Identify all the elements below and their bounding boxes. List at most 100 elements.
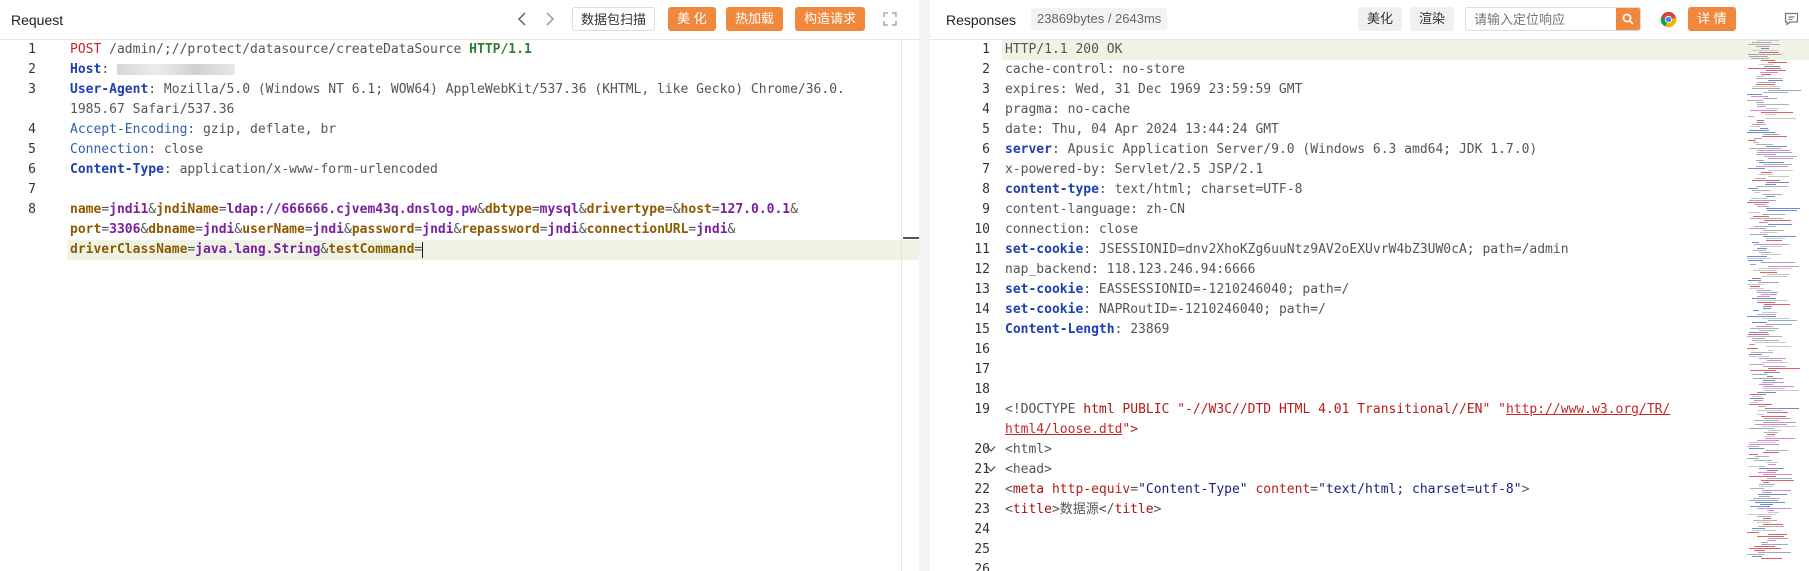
code-token: port bbox=[70, 222, 102, 237]
code-token: = bbox=[531, 202, 540, 217]
minimap-line bbox=[1758, 406, 1766, 407]
minimap-line bbox=[1767, 376, 1773, 377]
code-line[interactable]: 20<html> bbox=[930, 440, 1809, 460]
code-line[interactable]: 23<title>数据源</title> bbox=[930, 500, 1809, 520]
code-token: dbtype bbox=[484, 202, 532, 217]
minimap-line bbox=[1765, 118, 1796, 119]
minimap-line bbox=[1762, 388, 1785, 389]
chevron-right-icon[interactable] bbox=[542, 10, 558, 28]
minimap-line bbox=[1750, 328, 1779, 329]
code-line[interactable]: 26 bbox=[930, 560, 1809, 571]
minimap-line bbox=[1749, 56, 1768, 57]
minimap-line bbox=[1748, 284, 1764, 285]
code-line[interactable]: 25 bbox=[930, 540, 1809, 560]
minimap-line bbox=[1754, 244, 1789, 245]
line-number: 21 bbox=[974, 462, 990, 477]
code-line[interactable]: 1985.67 Safari/537.36 bbox=[0, 100, 919, 120]
code-line[interactable]: 22<meta http-equiv="Content-Type" conten… bbox=[930, 480, 1809, 500]
minimap-line bbox=[1762, 490, 1791, 491]
details-button[interactable]: 详 情 bbox=[1688, 7, 1736, 31]
response-beautify-button[interactable]: 美化 bbox=[1358, 7, 1403, 31]
scroll-marker[interactable] bbox=[903, 237, 919, 239]
code-token: pragma: no-cache bbox=[1005, 102, 1131, 117]
pane-splitter[interactable] bbox=[919, 0, 930, 571]
minimap-line bbox=[1757, 248, 1767, 249]
code-line[interactable]: 16 bbox=[930, 340, 1809, 360]
minimap-line bbox=[1763, 306, 1772, 307]
chevron-left-icon[interactable] bbox=[514, 10, 530, 28]
minimap-line bbox=[1757, 392, 1776, 393]
line-number: 23 bbox=[974, 502, 990, 517]
minimap-line bbox=[1759, 484, 1775, 485]
code-line[interactable]: port=3306&dbname=jndi&userName=jndi&pass… bbox=[0, 220, 919, 240]
minimap-line bbox=[1764, 156, 1797, 157]
construct-request-button[interactable]: 构造请求 bbox=[795, 7, 866, 31]
render-button[interactable]: 渲染 bbox=[1410, 7, 1455, 31]
minimap-line bbox=[1750, 402, 1758, 403]
line-number: 5 bbox=[982, 122, 990, 137]
code-text: server: Apusic Application Server/9.0 (W… bbox=[1005, 140, 1537, 160]
minimap-line bbox=[1752, 396, 1762, 397]
code-token: jndi bbox=[547, 222, 579, 237]
code-line[interactable]: 21<head> bbox=[930, 460, 1809, 480]
code-line[interactable]: html4/loose.dtd"> bbox=[930, 420, 1809, 440]
minimap-line bbox=[1762, 214, 1785, 215]
minimap-line bbox=[1767, 412, 1788, 413]
minimap-line bbox=[1764, 432, 1778, 433]
packet-scan-button[interactable]: 数据包扫描 bbox=[572, 7, 656, 31]
search-icon[interactable] bbox=[1616, 8, 1640, 30]
line-number: 2 bbox=[982, 62, 990, 77]
minimap-line bbox=[1749, 332, 1768, 333]
minimap-line bbox=[1763, 422, 1796, 423]
code-token: password bbox=[351, 222, 415, 237]
code-token: dbname bbox=[148, 222, 196, 237]
code-line[interactable]: 17 bbox=[930, 360, 1809, 380]
minimap-line bbox=[1760, 504, 1773, 505]
chrome-browser-icon[interactable] bbox=[1659, 10, 1677, 28]
fold-chevron-icon[interactable] bbox=[986, 440, 996, 460]
minimap-line bbox=[1761, 74, 1771, 75]
hot-load-button[interactable]: 热加载 bbox=[726, 7, 784, 31]
code-line[interactable]: 19<!DOCTYPE html PUBLIC "-//W3C//DTD HTM… bbox=[930, 400, 1809, 420]
comment-icon[interactable] bbox=[1783, 11, 1799, 27]
fold-chevron-icon[interactable] bbox=[986, 460, 996, 480]
fullscreen-icon[interactable] bbox=[882, 11, 898, 27]
minimap-line bbox=[1753, 216, 1769, 217]
beautify-button[interactable]: 美 化 bbox=[668, 7, 716, 31]
code-token: = bbox=[195, 222, 204, 237]
minimap-line bbox=[1763, 308, 1771, 309]
code-token: title bbox=[1012, 502, 1052, 517]
code-line[interactable]: driverClassName=java.lang.String&testCom… bbox=[67, 240, 919, 260]
response-minimap[interactable] bbox=[1747, 40, 1805, 571]
code-line[interactable]: 7 bbox=[0, 180, 919, 200]
code-line[interactable]: 18 bbox=[930, 380, 1809, 400]
locate-search-input[interactable] bbox=[1466, 8, 1632, 30]
code-line[interactable]: 24 bbox=[930, 520, 1809, 540]
minimap-line bbox=[1748, 68, 1781, 69]
code-token: jndiName bbox=[156, 202, 219, 217]
